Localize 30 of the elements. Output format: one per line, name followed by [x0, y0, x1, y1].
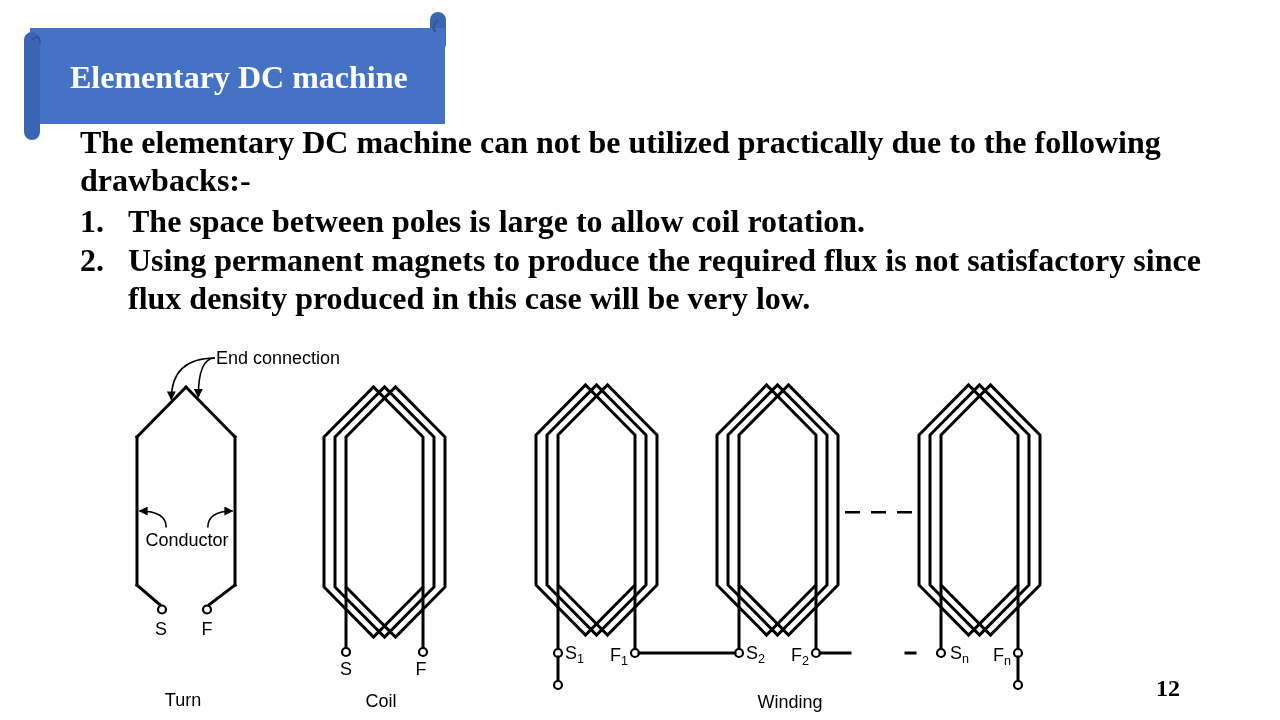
- page-number: 12: [1156, 674, 1180, 703]
- terminal-label: S$_{n}$: [950, 641, 970, 665]
- end-connection-wire: [183, 384, 238, 440]
- conductor-wire: [233, 435, 237, 587]
- terminal-label: F$_{2}$: [791, 643, 809, 667]
- terminal-label: S: [155, 617, 167, 641]
- terminal-label: F: [415, 657, 427, 681]
- callout-label: Conductor: [145, 528, 229, 552]
- end-connection-wire: [134, 384, 189, 440]
- terminal-label: S$_{1}$: [565, 641, 585, 665]
- leader-arrow: [193, 357, 216, 398]
- callout-label: End connection: [216, 346, 341, 370]
- leader-arrow: [138, 506, 167, 529]
- terminal-label: F$_{n}$: [993, 643, 1011, 667]
- terminal-label: F: [201, 617, 213, 641]
- figure-caption: Coil: [365, 689, 397, 713]
- list-item: The space between poles is large to allow coil rotation.: [128, 202, 867, 240]
- list-number: 2.: [80, 241, 104, 279]
- conductor-wire: [135, 435, 139, 587]
- figure-caption: Turn: [164, 688, 202, 712]
- list-number: 1.: [80, 202, 104, 240]
- figure-caption: Winding: [757, 690, 823, 714]
- terminal-label: S: [340, 657, 352, 681]
- terminal-label: S$_{2}$: [746, 641, 766, 665]
- body-text: The elementary DC machine can not be utilized practically due to the following drawbacks:-: [80, 123, 1162, 199]
- leader-arrow: [207, 506, 234, 529]
- leader-arrow: [167, 357, 216, 401]
- terminal-label: F$_{1}$: [610, 643, 628, 667]
- slide-title: Elementary DC machine: [70, 58, 408, 96]
- list-item: Using permanent magnets to produce the required flux is not satisfactory since flux density produced in this case will be very low.: [128, 241, 1202, 317]
